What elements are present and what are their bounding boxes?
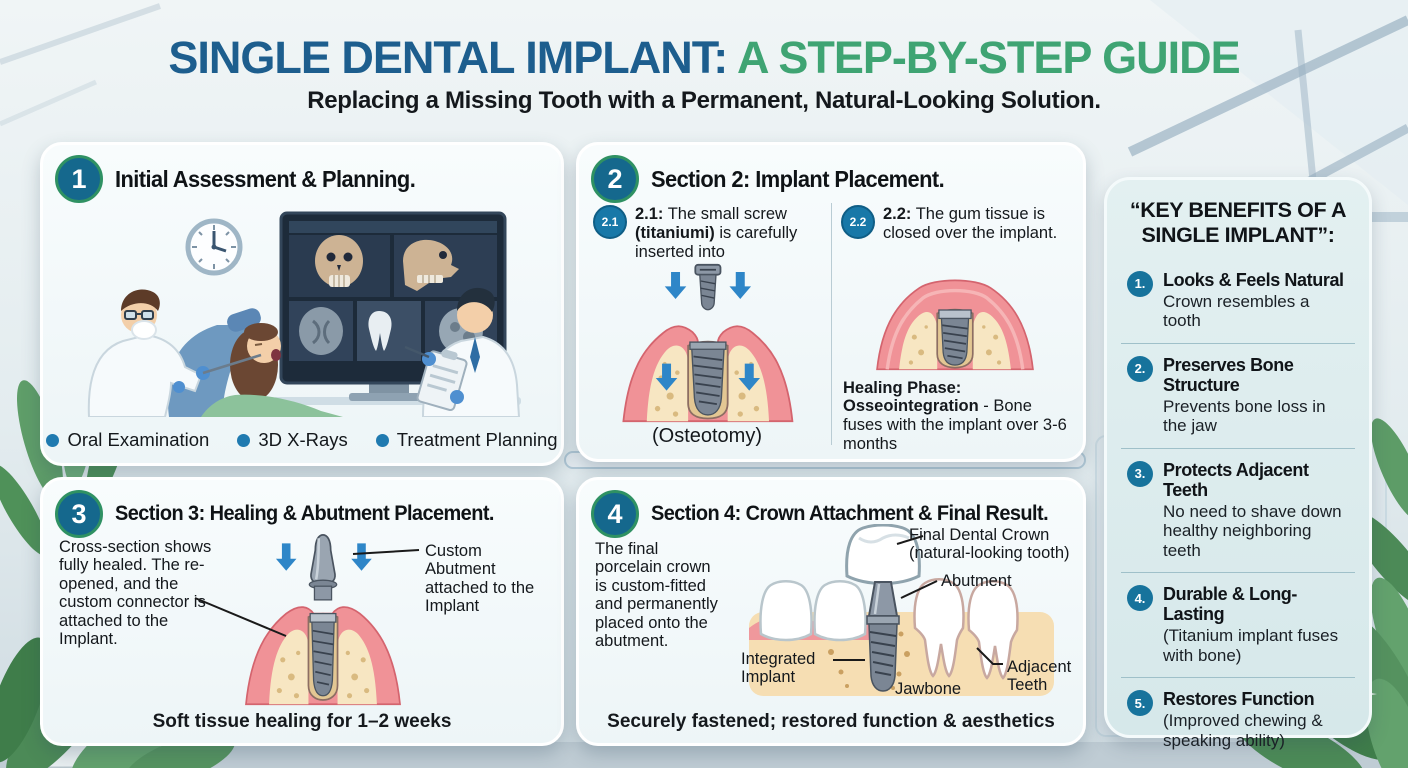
step-2-1-text: 2.1: The small screw (titaniumi) is care…	[635, 205, 798, 261]
bullet-dot-icon	[375, 433, 389, 447]
section3-caption: Soft tissue healing for 1–2 weeks	[152, 711, 452, 732]
key-benefits-panel: “KEY BENEFITS OF A SINGLE IMPLANT”: 1. L…	[1104, 177, 1372, 750]
benefit-item: 4. Durable & Long-Lasting (Titanium impl…	[1121, 572, 1355, 677]
bullet-label: Oral Examination	[67, 429, 210, 450]
benefit-title: Durable & Long-Lasting	[1163, 584, 1297, 625]
benefit-badge: 2.	[1127, 355, 1153, 382]
section2-card: 2 Section 2: Implant Placement. 2.1 2.1:…	[576, 142, 1086, 462]
xray-monitor	[279, 211, 507, 401]
benefit-title: Looks & Feels Natural	[1163, 269, 1344, 290]
integrated-implant-label: Integrated Implant	[741, 650, 816, 687]
abutment-placement-diagram	[245, 533, 401, 706]
bullet-treatment-planning: Treatment Planning	[375, 429, 558, 451]
page-subtitle: Replacing a Missing Tooth with a Permane…	[307, 87, 1101, 114]
benefit-item: 2. Preserves Bone Structure Prevents bon…	[1121, 342, 1355, 448]
crown-label: Final Dental Crown (natural-looking toot…	[909, 526, 1070, 563]
bullet-dot-icon	[46, 433, 60, 447]
section4-caption: Securely fastened; restored function & a…	[607, 711, 1055, 732]
bullet-dot-icon	[237, 433, 251, 447]
step-2-2: 2.2 2.2: The gum tissue is closed over t…	[841, 205, 1069, 454]
benefit-badge: 1.	[1127, 270, 1153, 297]
section2-badge: 2	[591, 155, 639, 203]
section4-title: Section 4: Crown Attachment & Final Resu…	[651, 502, 1049, 525]
implant-osteotomy-diagram	[622, 264, 794, 423]
down-arrow-icon	[729, 272, 752, 300]
page-title: SINGLE DENTAL IMPLANT: A STEP-BY-STEP GU…	[0, 32, 1408, 84]
dentist-figure	[87, 289, 262, 417]
assessment-scene-illustration	[87, 211, 521, 417]
patient-figure	[201, 323, 343, 417]
implant-covered-diagram	[876, 279, 1034, 370]
benefit-badge: 4.	[1127, 585, 1153, 612]
section2-title: Section 2: Implant Placement.	[651, 165, 945, 192]
benefit-item: 5. Restores Function (Improved chewing &…	[1121, 677, 1355, 762]
page-title-blue: SINGLE DENTAL IMPLANT:	[168, 32, 738, 83]
final-result-diagram	[749, 524, 1054, 696]
jawbone-label: Jawbone	[895, 680, 962, 698]
section3-badge: 3	[55, 490, 103, 538]
down-arrow-icon	[275, 543, 297, 571]
down-arrow-icon	[351, 543, 372, 571]
bullet-label: 3D X-Rays	[258, 429, 348, 450]
bullet-3d-xrays: 3D X-Rays	[237, 429, 348, 451]
page-title-green: A STEP-BY-STEP GUIDE	[737, 32, 1241, 83]
clock-icon	[185, 218, 243, 276]
abutment-label: Custom Abutment attached to the Implant	[425, 542, 535, 616]
step-2-2-text: 2.2: The gum tissue is closed over the i…	[883, 205, 1058, 242]
section4-card: 4 Section 4: Crown Attachment & Final Re…	[576, 477, 1086, 746]
benefit-desc: Crown resembles a tooth	[1163, 291, 1310, 331]
benefit-title: Restores Function	[1163, 689, 1315, 710]
assessment-bullet-list: Oral Examination 3D X-Rays Treatment Pla…	[43, 429, 561, 451]
osteotomy-caption: (Osteotomy)	[651, 425, 763, 448]
column-divider	[831, 203, 832, 445]
section4-badge: 4	[591, 490, 639, 538]
abutment-label: Abutment	[941, 572, 1012, 590]
section3-title: Section 3: Healing & Abutment Placement.	[115, 502, 494, 525]
section3-card: 3 Section 3: Healing & Abutment Placemen…	[40, 477, 564, 746]
section1-title: Initial Assessment & Planning.	[115, 165, 416, 192]
section4-description: The final porcelain crown is custom-fitt…	[595, 540, 718, 651]
benefit-desc: No need to shave down healthy neighborin…	[1163, 502, 1342, 560]
doctor-figure	[404, 287, 521, 417]
benefit-title: Protects Adjacent Teeth	[1163, 459, 1309, 500]
benefit-badge: 3.	[1127, 460, 1153, 487]
benefit-item: 3. Protects Adjacent Teeth No need to sh…	[1121, 447, 1355, 572]
benefit-badge: 5.	[1127, 690, 1153, 717]
benefit-desc: Prevents bone loss in the jaw	[1163, 396, 1326, 436]
down-arrow-icon	[738, 364, 761, 392]
benefit-desc: (Titanium implant fuses with bone)	[1163, 626, 1339, 665]
step-2-1-badge: 2.1	[593, 205, 627, 239]
step-2-1: 2.1 2.1: The small screw (titaniumi) is …	[593, 205, 821, 448]
benefit-desc: (Improved chewing & speaking ability)	[1163, 711, 1323, 750]
bullet-oral-examination: Oral Examination	[46, 429, 209, 451]
section1-card: 1 Initial Assessment & Planning.	[40, 142, 564, 466]
section3-description: Cross-section shows fully healed. The re…	[59, 538, 212, 649]
down-arrow-icon	[664, 272, 687, 300]
step-2-2-badge: 2.2	[841, 205, 875, 239]
benefit-title: Preserves Bone Structure	[1163, 354, 1294, 395]
healing-phase-text: Healing Phase: Osseointegration - Bone f…	[843, 378, 1067, 453]
key-benefits-title: “KEY BENEFITS OF A SINGLE IMPLANT”:	[1129, 198, 1347, 248]
section1-badge: 1	[55, 155, 103, 203]
bullet-label: Treatment Planning	[396, 429, 558, 450]
benefit-item: 1. Looks & Feels Natural Crown resembles…	[1121, 259, 1355, 343]
down-arrow-icon	[655, 364, 678, 392]
adjacent-teeth-label: Adjacent Teeth	[1007, 658, 1072, 695]
